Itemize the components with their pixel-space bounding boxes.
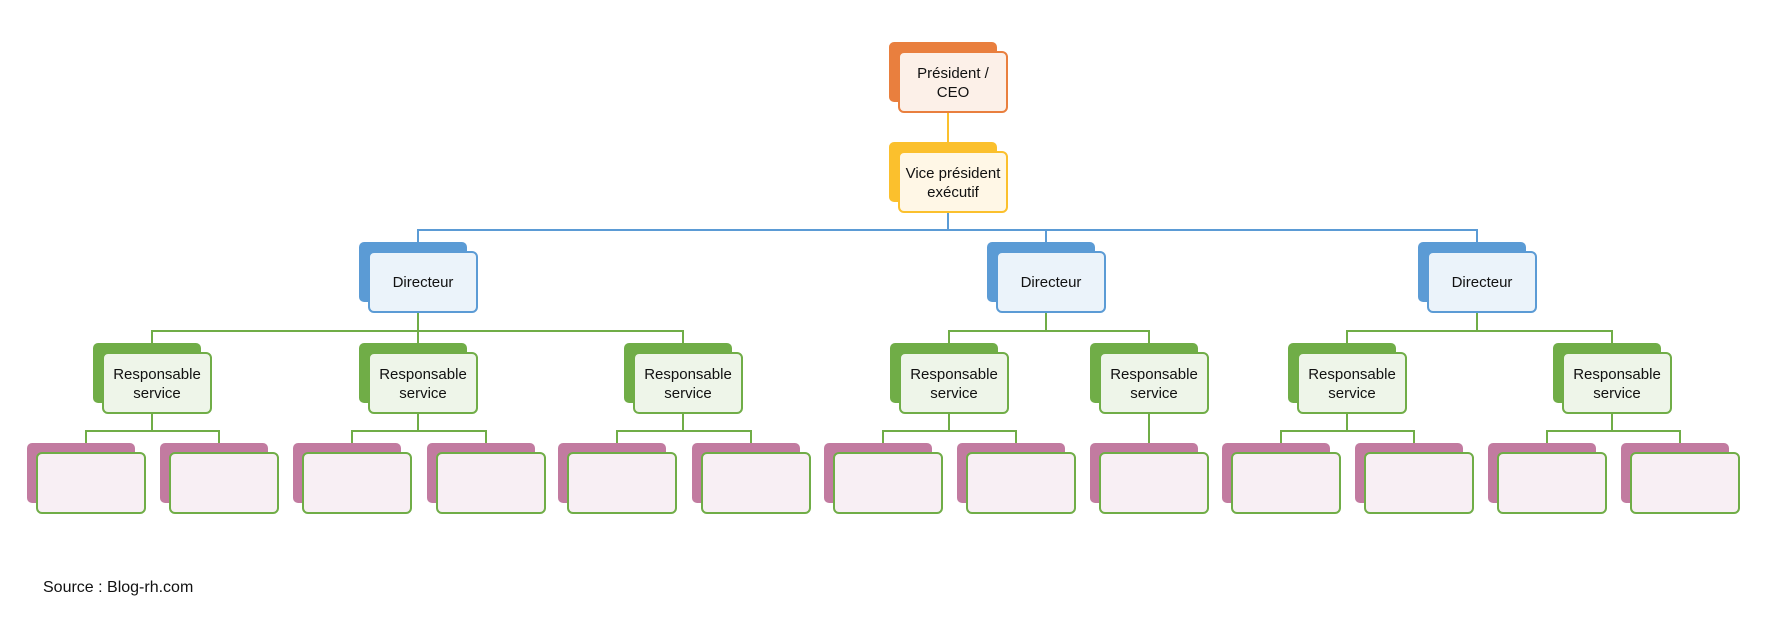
node-front [368,251,478,313]
staff-node [1621,443,1740,514]
manager-bus-line [1346,330,1613,343]
manager-node: Responsable service [1553,343,1672,414]
node-front [102,352,212,414]
node-label: Responsable [113,366,201,383]
node-front [1497,452,1607,514]
staff-node [1488,443,1607,514]
node-label: Directeur [1452,274,1513,291]
node-front [996,251,1106,313]
staff-bus-line [85,430,220,443]
node-label: Responsable [910,366,998,383]
node-label: service [133,385,181,402]
node-front [436,452,546,514]
staff-bus-line [1546,430,1681,443]
node-label: Responsable [1308,366,1396,383]
director-node: Directeur [1418,242,1537,313]
node-front [899,352,1009,414]
node-label: service [399,385,447,402]
node-front [898,51,1008,113]
node-front [169,452,279,514]
source-caption: Source : Blog-rh.com [43,579,194,596]
staff-node [1355,443,1474,514]
node-front [966,452,1076,514]
staff-node [692,443,811,514]
node-label: Responsable [1573,366,1661,383]
staff-node [1090,443,1209,514]
node-front [567,452,677,514]
ceo-node: Président / CEO [889,42,1008,113]
manager-node: Responsable service [890,343,1009,414]
node-front [633,352,743,414]
node-front [302,452,412,514]
staff-node [957,443,1076,514]
director-bus-line [417,229,1478,242]
staff-node [160,443,279,514]
staff-node [1222,443,1341,514]
staff-bus-line [351,430,487,443]
manager-bus-line [948,330,1150,343]
node-label: service [664,385,712,402]
staff-bus-line [1280,430,1415,443]
node-label: Responsable [644,366,732,383]
node-front [1562,352,1672,414]
director-node: Directeur [987,242,1106,313]
staff-node [427,443,546,514]
node-label: Responsable [1110,366,1198,383]
staff-node [293,443,412,514]
manager-node: Responsable service [359,343,478,414]
node-front [1630,452,1740,514]
node-label: exécutif [927,184,980,201]
node-front [368,352,478,414]
node-front [1099,452,1209,514]
node-label: service [1593,385,1641,402]
node-label: Directeur [1021,274,1082,291]
node-label: Vice président [906,165,1002,182]
org-nodes: Président / CEO Vice président exécutifDire… [27,42,1740,514]
manager-node: Responsable service [1288,343,1407,414]
node-front [1364,452,1474,514]
node-front [1231,452,1341,514]
staff-bus-line [616,430,752,443]
node-front [1427,251,1537,313]
manager-node: Responsable service [93,343,212,414]
node-label: service [930,385,978,402]
node-front [36,452,146,514]
node-label: service [1130,385,1178,402]
node-front [1297,352,1407,414]
node-label: Directeur [393,274,454,291]
staff-node [558,443,677,514]
node-label: Président / [917,65,990,82]
node-label: CEO [937,84,970,101]
node-label: service [1328,385,1376,402]
manager-node: Responsable service [624,343,743,414]
node-front [1099,352,1209,414]
node-front [833,452,943,514]
staff-bus-line [882,430,1017,443]
node-label: Responsable [379,366,467,383]
node-front [701,452,811,514]
node-front [898,151,1008,213]
staff-node [27,443,146,514]
vp-node: Vice président exécutif [889,142,1008,213]
manager-node: Responsable service [1090,343,1209,414]
director-node: Directeur [359,242,478,313]
staff-node [824,443,943,514]
connector-lines [85,112,1681,453]
